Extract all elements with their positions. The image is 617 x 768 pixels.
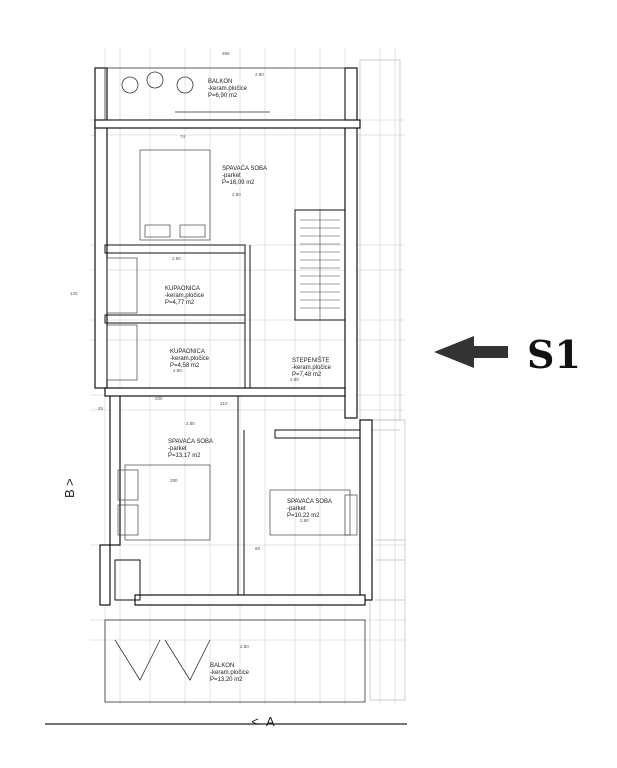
- room-label: KUPAONICA -keram.pločice P=4,77 m2: [165, 286, 205, 306]
- level-mark: 2.80: [232, 192, 241, 197]
- level-mark: 2.80: [172, 256, 181, 261]
- level-mark: 2.80: [290, 377, 299, 382]
- svg-text:-keram.pločice: -keram.pločice: [170, 356, 210, 362]
- svg-text:-keram.pločice: -keram.pločice: [210, 670, 250, 676]
- svg-text:-keram.pločice: -keram.pločice: [208, 86, 248, 92]
- svg-text:P=16,09 m2: P=16,09 m2: [222, 180, 255, 186]
- level-mark: 2.80: [186, 421, 195, 426]
- level-mark: 2.80: [240, 644, 249, 649]
- dimension-label: 25: [98, 406, 104, 411]
- svg-text:P=4,58 m2: P=4,58 m2: [170, 363, 200, 369]
- dimension-label: 60: [255, 546, 261, 551]
- room-label: SPAVAĆA SOBA -parket P=10,22 m2: [287, 498, 332, 519]
- svg-text:-parket: -parket: [287, 506, 306, 512]
- room-label: SPAVAĆA SOBA -parket P=16,09 m2: [222, 165, 267, 186]
- level-mark: 2.80: [255, 72, 264, 77]
- top-balcony: [104, 67, 346, 121]
- svg-text:P=13,20 m2: P=13,20 m2: [210, 677, 243, 683]
- dimension-labels: 395 200 280 60 74 210 25 120: [70, 51, 261, 551]
- room-label: BALKON -keram.pločice P=6,90 m2: [208, 79, 248, 99]
- dimension-label: 280: [170, 478, 178, 483]
- svg-text:SPAVAĆA SOBA: SPAVAĆA SOBA: [287, 498, 332, 505]
- axis-label-a: A: [266, 714, 275, 729]
- outer-walls: [94, 67, 373, 606]
- axis-label-b: B: [62, 489, 77, 498]
- svg-text:<: <: [251, 714, 259, 729]
- room-labels: BALKON -keram.pločice P=6,90 m2 SPAVAĆA …: [165, 79, 332, 683]
- arrow-left-icon: [434, 336, 508, 368]
- level-marks: 2.80 2.80 2.80 2.80 2.80 2.80 2.80 2.80: [172, 72, 309, 649]
- svg-text:KUPAONICA: KUPAONICA: [165, 286, 200, 292]
- section-arrow: S1: [434, 332, 581, 377]
- svg-text:SPAVAĆA SOBA: SPAVAĆA SOBA: [168, 438, 213, 445]
- room-label: BALKON -keram.pločice P=13,20 m2: [210, 663, 250, 683]
- svg-text:KUPAONICA: KUPAONICA: [170, 349, 205, 355]
- axis-marker-a: < A: [251, 714, 275, 729]
- dimension-label: 210: [220, 401, 228, 406]
- section-label: S1: [527, 332, 581, 377]
- furniture: [106, 149, 358, 541]
- svg-text:-keram.pločice: -keram.pločice: [165, 293, 205, 299]
- level-mark: 2.80: [300, 518, 309, 523]
- axis-marker-b: B >: [62, 478, 77, 498]
- dimension-label: 74: [180, 134, 186, 139]
- svg-text:-parket: -parket: [222, 173, 241, 179]
- neighbour-structure: [359, 59, 406, 701]
- dimension-label: 120: [70, 291, 78, 296]
- dimension-label: 395: [222, 51, 230, 56]
- interior-walls: [104, 209, 361, 601]
- stairs: [300, 210, 340, 320]
- svg-text:STEPENIŠTE: STEPENIŠTE: [292, 357, 329, 364]
- room-label: STEPENIŠTE -keram.pločice P=7,48 m2: [292, 357, 332, 378]
- level-mark: 2.80: [173, 368, 182, 373]
- svg-text:P=10,22 m2: P=10,22 m2: [287, 513, 320, 519]
- svg-text:BALKON: BALKON: [208, 79, 232, 85]
- dimension-label: 200: [155, 396, 163, 401]
- svg-text:P=13,17 m2: P=13,17 m2: [168, 453, 201, 459]
- svg-text:>: >: [62, 478, 77, 486]
- svg-text:-keram.pločice: -keram.pločice: [292, 365, 332, 371]
- svg-text:SPAVAĆA SOBA: SPAVAĆA SOBA: [222, 165, 267, 172]
- room-label: SPAVAĆA SOBA -parket P=13,17 m2: [168, 438, 213, 459]
- bottom-balcony: [104, 619, 366, 703]
- svg-text:-parket: -parket: [168, 446, 187, 452]
- room-label: KUPAONICA -keram.pločice P=4,58 m2: [170, 349, 210, 369]
- svg-text:P=7,48 m2: P=7,48 m2: [292, 372, 322, 378]
- svg-text:BALKON: BALKON: [210, 663, 234, 669]
- svg-text:P=4,77 m2: P=4,77 m2: [165, 300, 195, 306]
- svg-text:P=6,90 m2: P=6,90 m2: [208, 93, 238, 99]
